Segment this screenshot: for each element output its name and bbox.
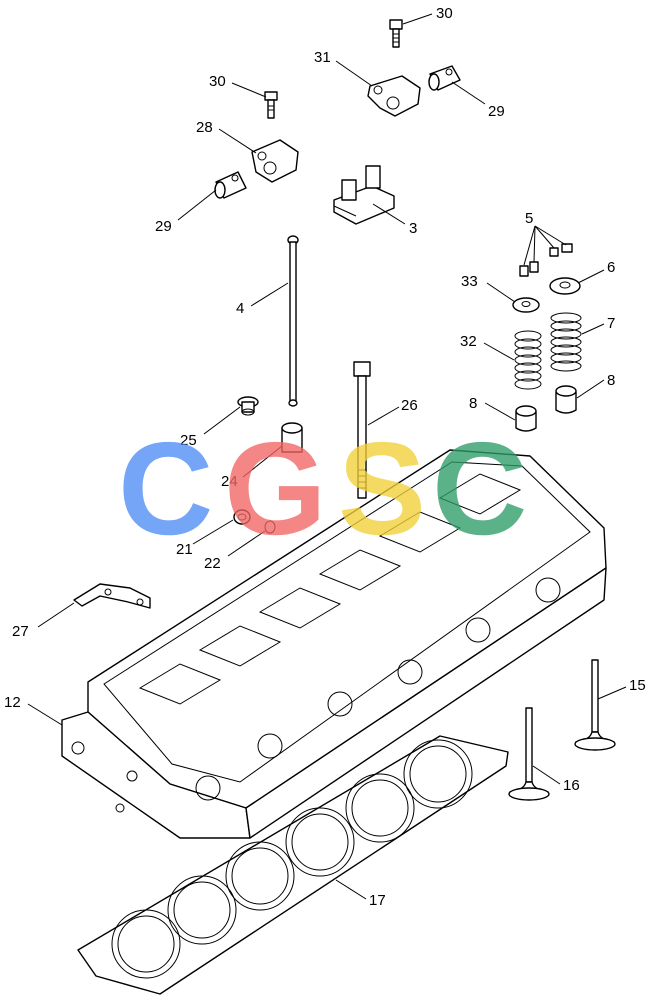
callout-4: 4 [236, 300, 244, 317]
callout-28: 28 [196, 119, 213, 136]
head-bolt-26 [353, 361, 371, 499]
callout-3: 3 [409, 220, 417, 237]
valve-spring-32 [514, 330, 542, 390]
callout-30-top: 30 [436, 5, 453, 22]
callout-26: 26 [401, 397, 418, 414]
rocker-shaft-29-left [214, 171, 247, 199]
rocker-arm-31 [367, 75, 421, 117]
valve-15 [574, 659, 616, 751]
watermark-letter-c1: C [118, 415, 213, 562]
callout-24: 24 [221, 473, 238, 490]
cylinder-head-12 [61, 449, 607, 839]
callout-labels: 30 31 30 29 28 29 3 5 6 33 7 4 32 8 8 26… [4, 5, 646, 909]
callout-29-right: 29 [488, 103, 505, 120]
callout-5: 5 [525, 210, 533, 227]
push-rod-4 [287, 235, 299, 407]
callout-15: 15 [629, 677, 646, 694]
callout-17: 17 [369, 892, 386, 909]
callout-22: 22 [204, 555, 221, 572]
sleeve-24 [281, 422, 303, 453]
plug-25 [237, 396, 259, 416]
callout-6: 6 [607, 259, 615, 276]
leader-lines [27, 13, 627, 900]
callout-8-right: 8 [607, 372, 615, 389]
watermark-letter-c2: C [432, 415, 527, 562]
valve-16 [508, 707, 550, 801]
plug-21 [233, 509, 251, 525]
callout-33: 33 [461, 273, 478, 290]
callout-21: 21 [176, 541, 193, 558]
watermark-letter-g: G [224, 415, 327, 562]
bolt-30-left [264, 91, 278, 119]
head-gasket-17 [77, 735, 509, 995]
spring-retainer-33 [512, 297, 540, 313]
callout-27: 27 [12, 623, 29, 640]
valve-spring-7 [550, 312, 582, 372]
callout-16: 16 [563, 777, 580, 794]
o-ring-22 [264, 520, 276, 534]
watermark-logo: C G S C [118, 415, 527, 562]
rocker-shaft-29-right [428, 65, 461, 91]
callout-8-left: 8 [469, 395, 477, 412]
callout-25: 25 [180, 432, 197, 449]
callout-30-left: 30 [209, 73, 226, 90]
callout-7: 7 [607, 315, 615, 332]
callout-31: 31 [314, 49, 331, 66]
bolt-30-top [389, 19, 403, 48]
valve-seal-8-left [515, 405, 537, 432]
callout-29-left: 29 [155, 218, 172, 235]
valve-keepers-5 [519, 243, 573, 277]
callout-32: 32 [460, 333, 477, 350]
spring-retainer-6 [549, 277, 581, 295]
watermark-letter-s: S [338, 415, 426, 562]
bracket-27 [73, 583, 151, 609]
valve-seal-8-right [555, 385, 577, 414]
callout-12: 12 [4, 694, 21, 711]
rocker-bracket-3 [333, 165, 395, 225]
rocker-arm-28 [251, 139, 299, 183]
